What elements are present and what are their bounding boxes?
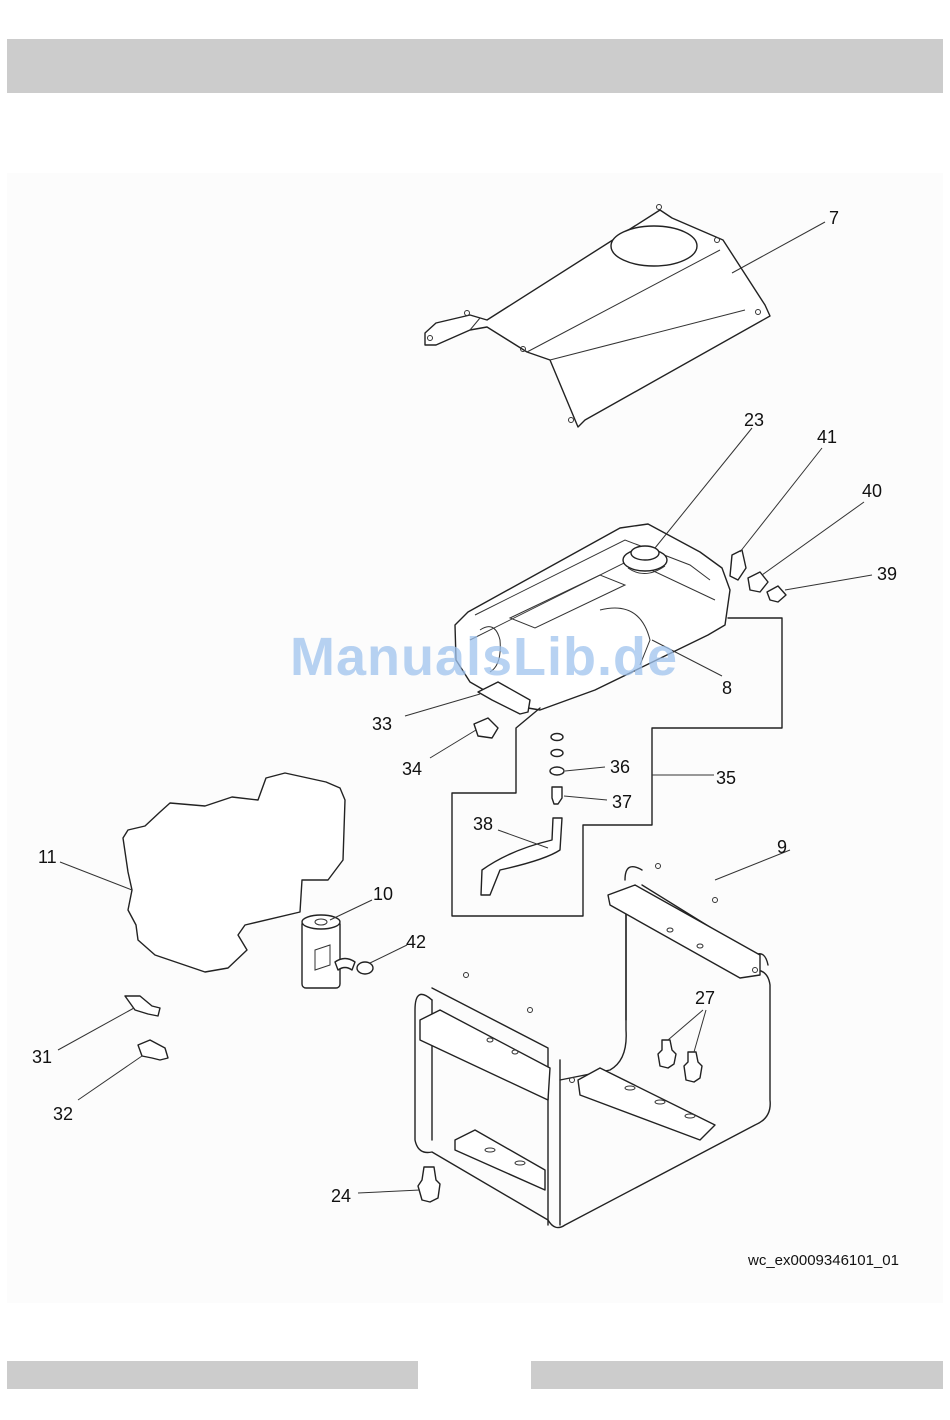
callout-39: 39 <box>877 564 897 584</box>
watermark: ManualsLib.de <box>290 626 678 688</box>
part-10-cylinder <box>302 900 372 988</box>
part-42-o-ring <box>357 945 407 974</box>
part-38-hose <box>481 818 562 895</box>
part-32-fitting <box>78 1040 168 1100</box>
part-24-mount <box>358 1167 440 1202</box>
callout-8: 8 <box>722 678 732 698</box>
footer-bar-right <box>531 1361 943 1389</box>
callout-38: 38 <box>473 814 493 834</box>
callout-7: 7 <box>829 208 839 228</box>
callout-31: 31 <box>32 1047 52 1067</box>
callout-34: 34 <box>402 759 422 779</box>
part-37-fitting <box>552 787 607 804</box>
part-39-fitting <box>767 575 872 602</box>
callout-35: 35 <box>716 768 736 788</box>
callout-24: 24 <box>331 1186 351 1206</box>
part-41-clip <box>730 448 822 580</box>
callout-11: 11 <box>38 847 57 867</box>
callout-32: 32 <box>53 1104 73 1124</box>
callout-36: 36 <box>610 757 630 777</box>
callout-10: 10 <box>373 884 393 904</box>
callout-23: 23 <box>744 410 764 430</box>
callout-33: 33 <box>372 714 392 734</box>
part-34-clamp <box>430 718 498 758</box>
part-36-washers <box>550 734 605 776</box>
callout-37: 37 <box>612 792 632 812</box>
callout-41: 41 <box>817 427 837 447</box>
part-9-frame <box>415 850 790 1228</box>
callout-40: 40 <box>862 481 882 501</box>
part-27-mounts <box>658 1010 706 1082</box>
callout-9: 9 <box>777 837 787 857</box>
part-40-valve <box>748 502 864 592</box>
footer-bar-left <box>7 1361 418 1389</box>
figure-id: wc_ex0009346101_01 <box>748 1252 899 1269</box>
callout-42: 42 <box>406 932 426 952</box>
part-7-cover-plate <box>425 205 825 428</box>
callout-27: 27 <box>695 988 715 1008</box>
